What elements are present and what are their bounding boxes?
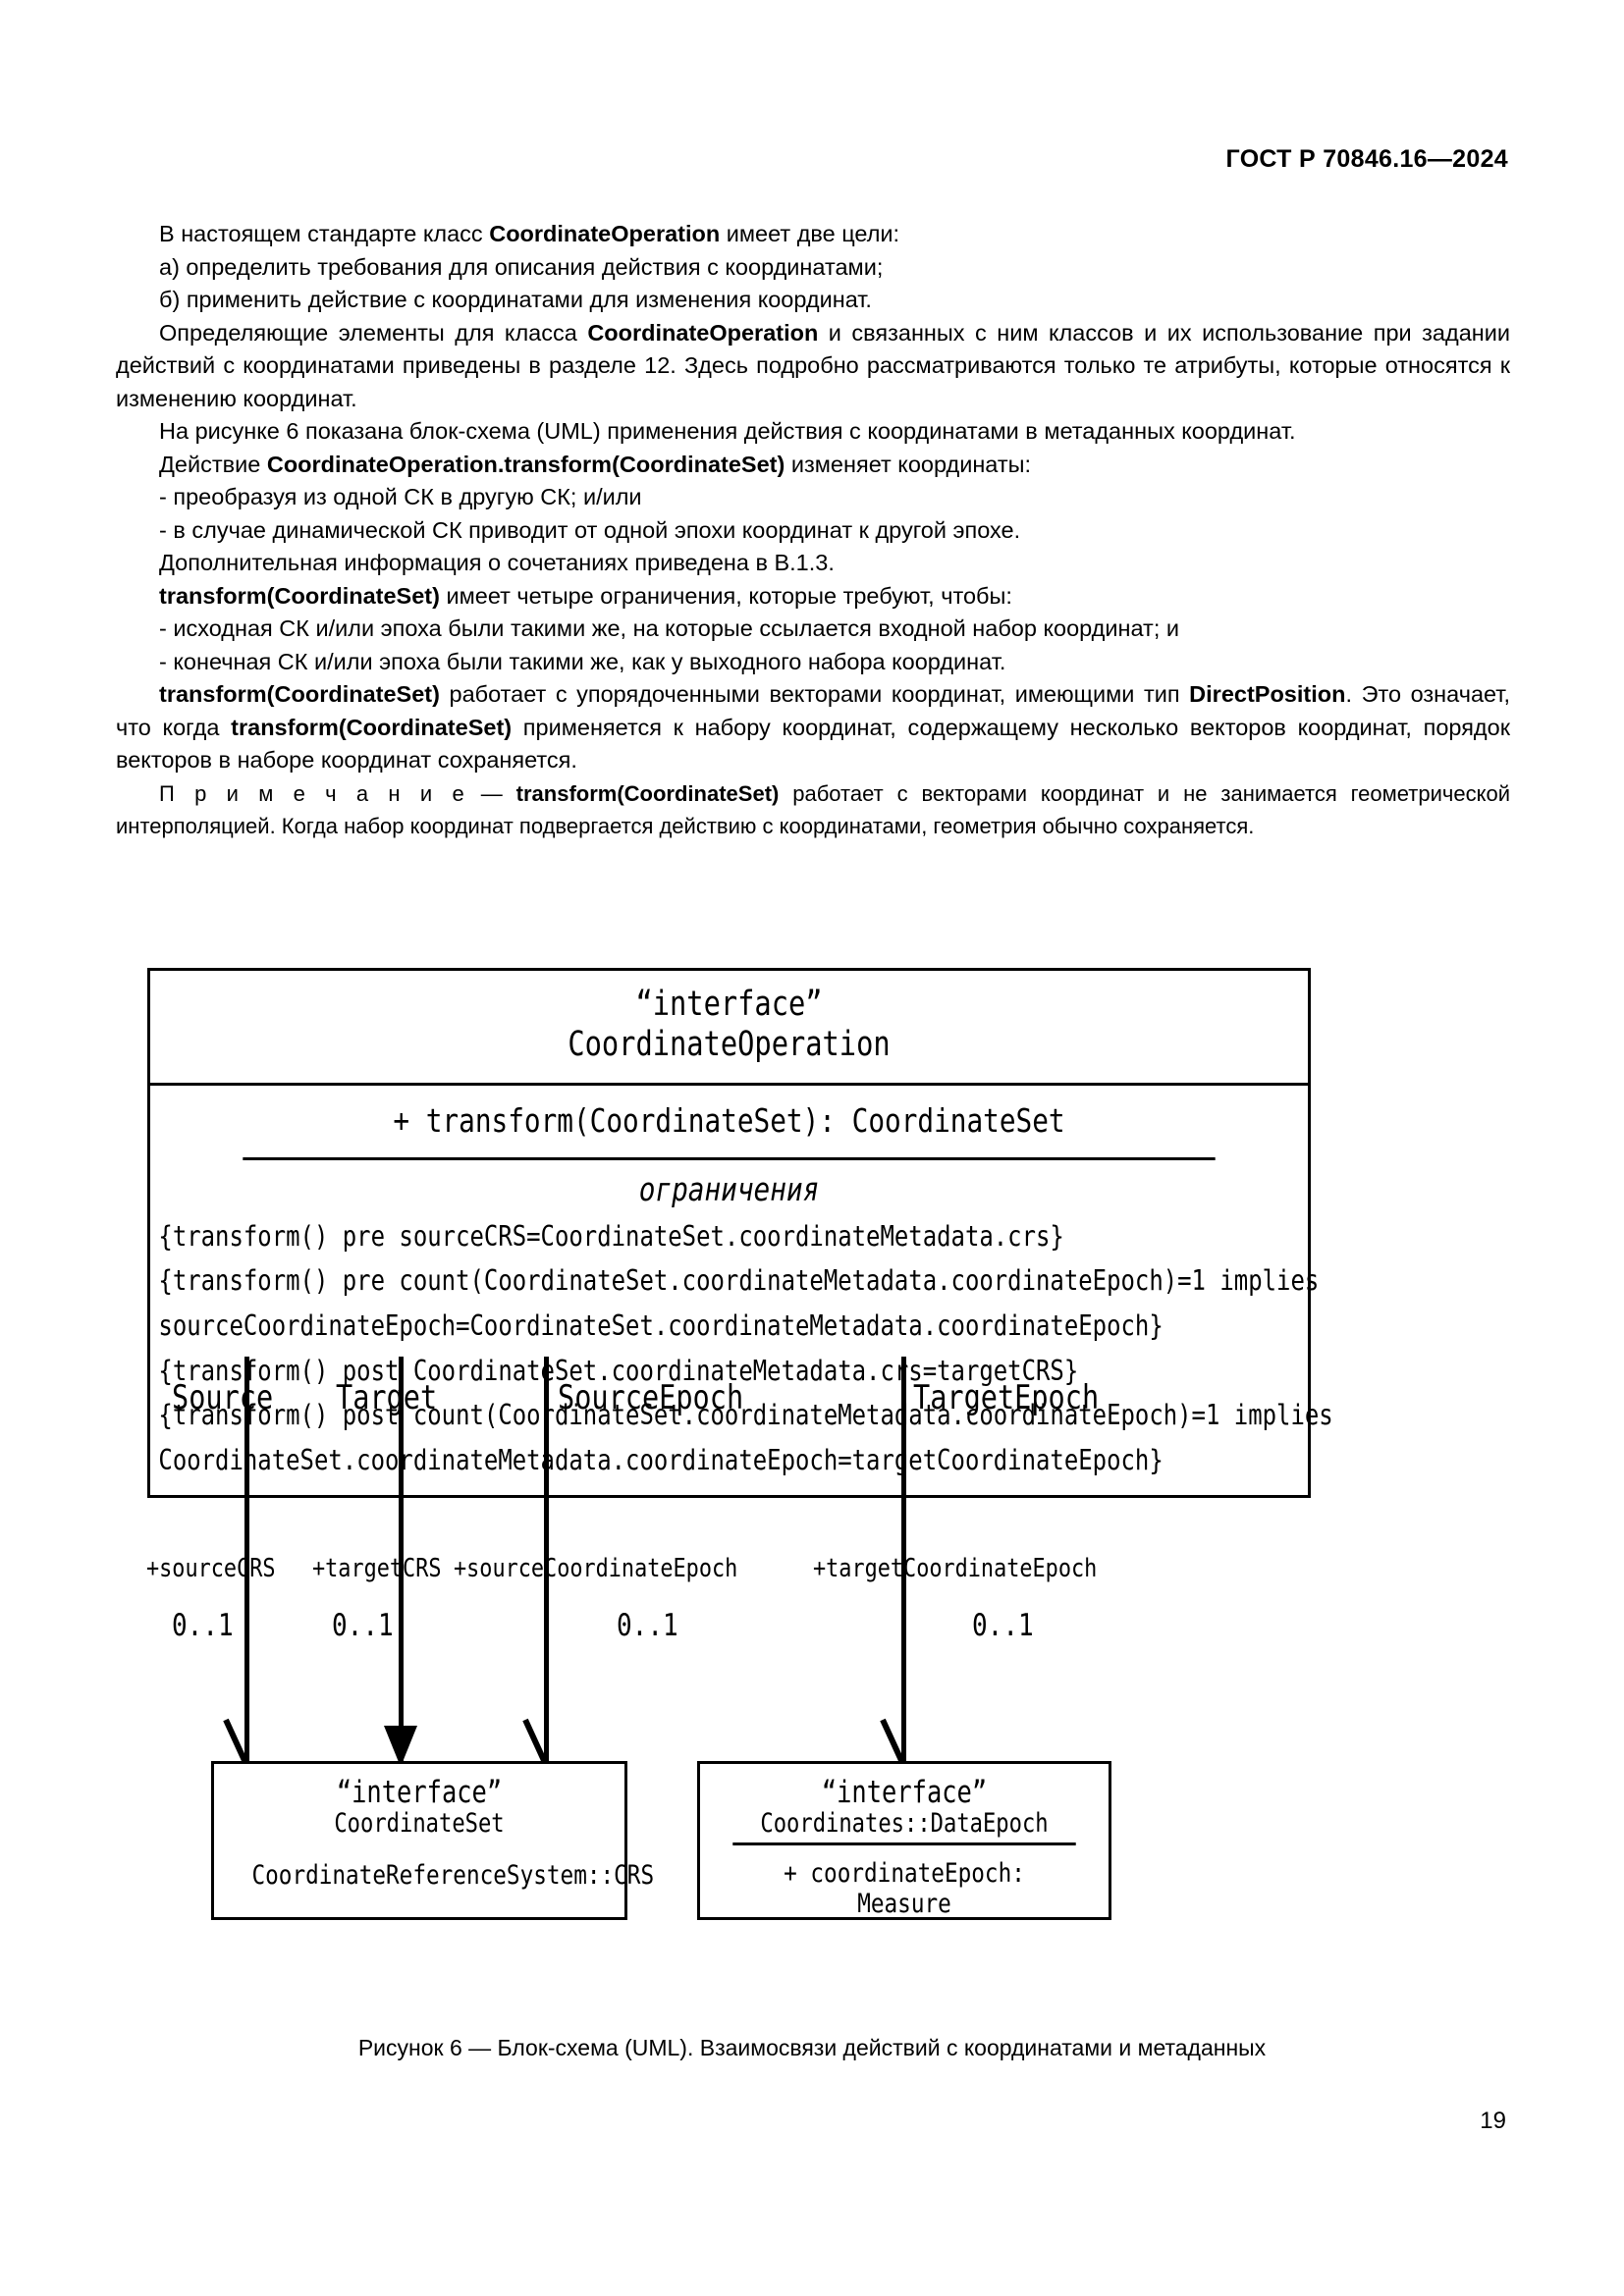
list-item-a: а) определить требования для описания де…	[159, 253, 884, 280]
note-paragraph: П р и м е ч а н и е — transform(Coordina…	[116, 777, 1510, 842]
association-name-target: Target	[336, 1378, 438, 1417]
arrowhead-target	[384, 1726, 417, 1767]
operation-name-bold: transform(CoordinateSet)	[515, 780, 780, 806]
note-label: П р и м е ч а н и е	[159, 780, 467, 806]
arrowhead-targetepoch	[880, 1718, 907, 1769]
arrowhead-source	[223, 1718, 250, 1769]
text-run: Действие	[159, 451, 267, 477]
role-name-sourcecrs: +sourceCRS	[146, 1554, 276, 1583]
text-run: Определяющие элементы для класса	[159, 319, 588, 346]
class-name-bold: CoordinateOperation	[587, 319, 819, 346]
type-name-bold: DirectPosition	[1189, 681, 1346, 707]
constraint-line: CoordinateSet.coordinateMetadata.coordin…	[158, 1443, 1164, 1476]
association-name-sourceepoch: SourceEpoch	[558, 1378, 744, 1417]
text-run: применяется к набору координат, содержащ…	[116, 714, 1510, 774]
dash-item-3: - исходная СК и/или эпоха были такими же…	[159, 615, 1180, 641]
constraint-line: sourceCoordinateEpoch=CoordinateSet.coor…	[158, 1309, 1164, 1343]
stereotype-label: “interface”	[635, 985, 823, 1024]
paragraph-purpose: В настоящем стандарте класс CoordinateOp…	[116, 218, 1510, 251]
constraint-line: {transform() post CoordinateSet.coordina…	[158, 1354, 1079, 1387]
multiplicity-target: 0..1	[332, 1608, 394, 1643]
uml-class-dataepoch: “interface” Coordinates::DataEpoch + coo…	[697, 1761, 1111, 1920]
uml-constraints-compartment: ограничения {transform() pre sourceCRS=C…	[150, 1160, 1333, 1495]
text-run: имеет две цели:	[720, 221, 900, 246]
paragraph-ordered-vectors: transform(CoordinateSet) работает с упор…	[116, 678, 1510, 777]
association-line-sourceepoch	[544, 1357, 549, 1766]
stereotype-label: “interface”	[821, 1775, 988, 1810]
class-name-label: CoordinateOperation	[568, 1024, 891, 1064]
role-name-targetcoordinateepoch: +targetCoordinateEpoch	[813, 1554, 1098, 1583]
operation-name-bold: CoordinateOperation.transform(Coordinate…	[266, 451, 785, 477]
uml-class-header: “interface” Coordinates::DataEpoch	[700, 1764, 1109, 1842]
uml-class-header: “interface” CoordinateSet	[214, 1764, 624, 1842]
text-run: изменяет координаты:	[785, 451, 1032, 477]
constraint-line: {transform() post count(CoordinateSet.co…	[158, 1399, 1333, 1432]
standard-header: ГОСТ Р 70846.16—2024	[1225, 145, 1508, 173]
stereotype-label: “interface”	[336, 1775, 503, 1810]
role-name-targetcrs: +targetCRS	[312, 1554, 442, 1583]
operation-name-bold: transform(CoordinateSet)	[231, 714, 513, 740]
text-run: работает с упорядоченными векторами коор…	[439, 681, 1190, 707]
operation-name-bold: transform(CoordinateSet)	[159, 681, 440, 707]
multiplicity-sourceepoch: 0..1	[617, 1608, 678, 1643]
uml-class-coordinateoperation: “interface” CoordinateOperation + transf…	[147, 968, 1333, 1498]
class-name-bold: CoordinateOperation	[489, 221, 721, 246]
uml-class-diagram: “interface” CoordinateOperation + transf…	[146, 968, 1424, 2018]
uml-operation-transform: + transform(CoordinateSet): CoordinateSe…	[243, 1086, 1216, 1160]
association-name-source: Source	[172, 1378, 274, 1417]
text-run: имеет четыре ограничения, которые требую…	[439, 582, 1012, 609]
association-name-targetepoch: TargetEpoch	[913, 1378, 1100, 1417]
association-line-target	[399, 1357, 404, 1764]
dash-item-2: - в случае динамической СК приводит от о…	[159, 516, 1021, 543]
uml-class-coordinateset: “interface” CoordinateSet CoordinateRefe…	[211, 1761, 655, 1920]
figure-caption: Рисунок 6 — Блок-схема (UML). Взаимосвяз…	[357, 2035, 1267, 2060]
constraint-line: {transform() pre sourceCRS=CoordinateSet…	[158, 1219, 1064, 1253]
paragraph-defining-elements: Определяющие элементы для класса Coordin…	[116, 317, 1510, 416]
association-line-targetepoch	[901, 1357, 906, 1766]
uml-class-header: “interface” CoordinateOperation	[150, 971, 1308, 1086]
dash-item-1: - преобразуя из одной СК в другую СК; и/…	[159, 484, 642, 509]
constraints-heading: ограничения	[638, 1169, 820, 1208]
list-item-b: б) применить действие с координатами для…	[159, 287, 872, 312]
paragraph-figure-ref: На рисунке 6 показана блок-схема (UML) п…	[159, 418, 1296, 444]
uml-attribute-crs: CoordinateReferenceSystem::CRS	[251, 1859, 655, 1891]
association-line-source	[244, 1357, 249, 1766]
text-run: работает с векторами координат и не зани…	[116, 780, 1510, 838]
arrowhead-sourceepoch	[522, 1718, 550, 1769]
text-run: и связанных с ним классов и их использов…	[116, 319, 1510, 411]
role-name-sourcecoordinateepoch: +sourceCoordinateEpoch	[454, 1554, 738, 1583]
paragraph-action: Действие CoordinateOperation.transform(C…	[116, 449, 1510, 482]
text-run: . Это означает, что когда	[116, 681, 1510, 740]
class-name-label: Coordinates::DataEpoch	[760, 1808, 1049, 1840]
multiplicity-targetepoch: 0..1	[972, 1608, 1034, 1643]
constraint-line: {transform() pre count(CoordinateSet.coo…	[158, 1264, 1320, 1298]
document-body: В настоящем стандарте класс CoordinateOp…	[116, 218, 1510, 842]
operation-name-bold: transform(CoordinateSet)	[159, 582, 440, 609]
class-name-label: CoordinateSet	[334, 1808, 505, 1840]
paragraph-four-constraints: transform(CoordinateSet) имеет четыре ог…	[116, 580, 1510, 614]
paragraph-additional-info: Дополнительная информация о сочетаниях п…	[159, 550, 835, 575]
text-run: —	[466, 780, 516, 806]
dash-item-4: - конечная СК и/или эпоха были такими же…	[159, 648, 1006, 674]
uml-attribute-coordinateepoch: + coordinateEpoch: Measure	[732, 1842, 1076, 1929]
text-run: В настоящем стандарте класс	[159, 221, 490, 246]
multiplicity-source: 0..1	[172, 1608, 234, 1643]
page-number: 19	[1480, 2108, 1506, 2134]
